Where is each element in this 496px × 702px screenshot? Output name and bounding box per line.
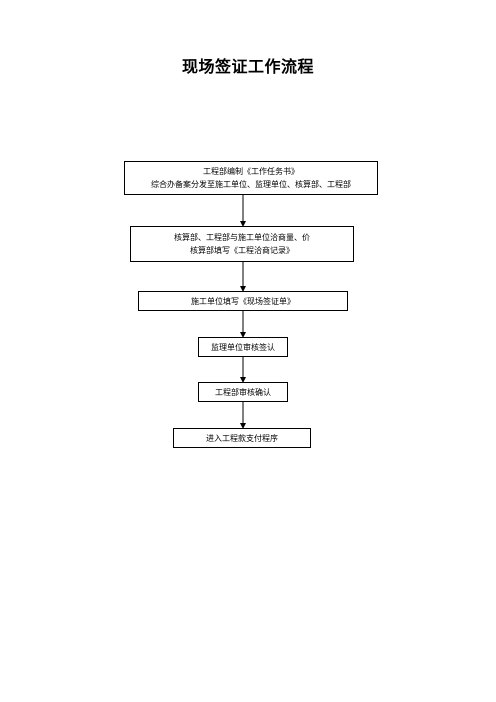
step-6-line-1: 进入工程款支付程序 <box>206 433 278 443</box>
step-1-line-2: 综合办备案分发至施工单位、监理单位、核算部、工程部 <box>151 180 351 189</box>
step-5-box: 工程部审核确认 <box>198 382 288 402</box>
step-3-box: 施工单位填写《现场签证单》 <box>138 291 348 311</box>
step-5-line-1: 工程部审核确认 <box>215 387 271 397</box>
step-2-line-1: 核算部、工程部与施工单位洽商量、价 <box>174 233 310 242</box>
step-6-box: 进入工程款支付程序 <box>173 428 311 448</box>
step-2-box: 核算部、工程部与施工单位洽商量、价 核算部填写《工程洽商记录》 <box>130 226 354 262</box>
step-2-line-2: 核算部填写《工程洽商记录》 <box>190 246 294 255</box>
page-title: 现场签证工作流程 <box>181 57 314 76</box>
step-4-box: 监理单位审核签认 <box>198 337 288 357</box>
step-4-line-1: 监理单位审核签认 <box>211 342 275 352</box>
step-1-box: 工程部编制《工作任务书》 综合办备案分发至施工单位、监理单位、核算部、工程部 <box>124 161 378 195</box>
step-3-line-1: 施工单位填写《现场签证单》 <box>191 296 295 306</box>
step-1-line-1: 工程部编制《工作任务书》 <box>203 167 299 176</box>
